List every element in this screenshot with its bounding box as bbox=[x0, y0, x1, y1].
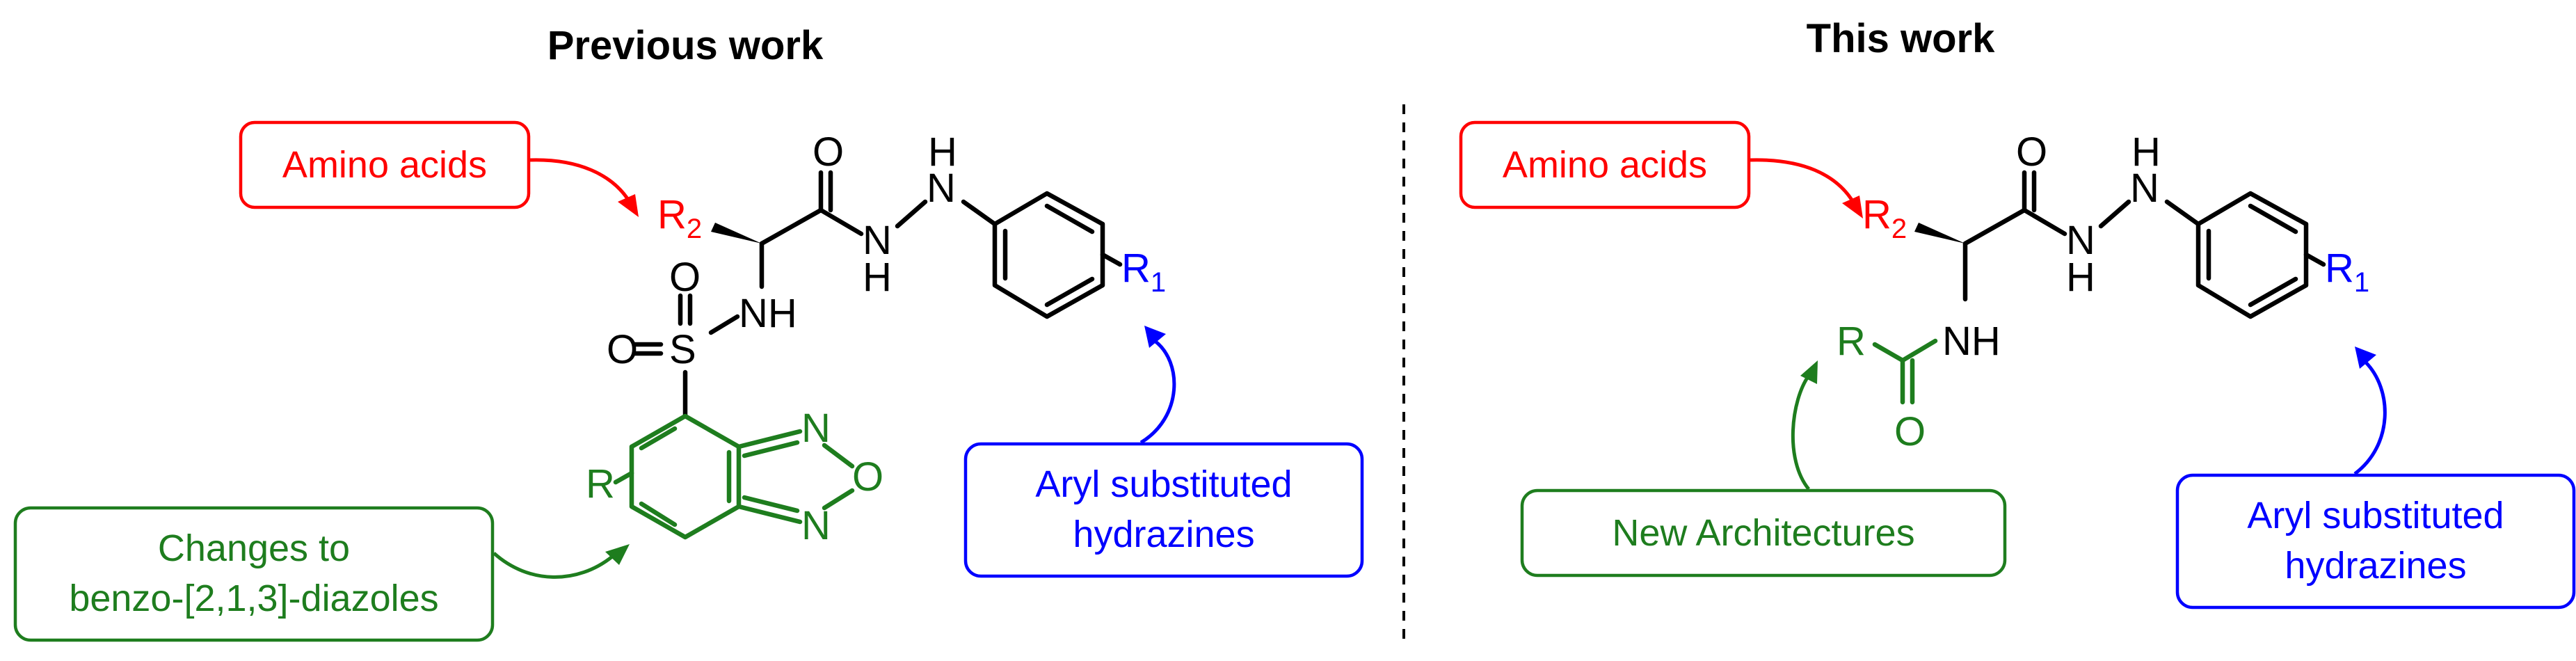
aryl-label-line1-current: Aryl substituted bbox=[2247, 495, 2504, 536]
aryl-hydrazines-box-previous: Aryl substituted hydrazines bbox=[963, 442, 1364, 578]
aryl-label-line1-previous: Aryl substituted bbox=[1035, 463, 1292, 505]
hydrazide-n1-h: H bbox=[863, 255, 892, 300]
amino-acids-arrowhead bbox=[618, 194, 639, 217]
amino-acids-arrow-current bbox=[1750, 158, 1856, 205]
new-architectures-arrow bbox=[1791, 374, 1811, 491]
amino-acids-label-current: Amino acids bbox=[1503, 144, 1707, 186]
sulfonamide-nh: NH bbox=[739, 291, 797, 336]
stereo-wedge-bond bbox=[711, 223, 762, 244]
amide-nh: NH bbox=[1942, 319, 2001, 364]
hydrazide-n1-h-current: H bbox=[2066, 255, 2095, 300]
stereo-wedge-bond-current bbox=[1914, 223, 1965, 244]
carbonyl-oxygen-current: O bbox=[2016, 129, 2047, 175]
acyl-group-bonds bbox=[1872, 338, 1938, 405]
sulfonyl-oxygen-left: O bbox=[607, 327, 638, 372]
aryl-label-line2-previous: hydrazines bbox=[1073, 513, 1254, 555]
aryl-arrowhead-current bbox=[2355, 347, 2376, 369]
amino-acids-box-previous: Amino acids bbox=[239, 120, 531, 209]
amino-acids-arrowhead-current bbox=[1842, 196, 1863, 218]
sulfonyl-oxygen-top: O bbox=[669, 255, 701, 300]
this-work-heading: This work bbox=[1807, 16, 1995, 61]
previous-backbone-bonds bbox=[632, 170, 998, 419]
benzoxadiazole-n-bottom: N bbox=[801, 503, 831, 548]
previous-work-panel: Previous work Amino acids bbox=[13, 23, 1364, 642]
new-architectures-label: New Architectures bbox=[1612, 512, 1914, 554]
this-work-panel: This work Amino acids bbox=[1459, 16, 2576, 610]
benzoxadiazole-oxygen: O bbox=[852, 454, 883, 500]
carbonyl-oxygen: O bbox=[813, 129, 844, 175]
new-architectures-arrowhead bbox=[1800, 360, 1818, 384]
r2-label-previous: R2 bbox=[657, 192, 702, 244]
hydrazide-n1-current: N bbox=[2066, 218, 2095, 263]
changes-label-line2: benzo-[2,1,3]-diazoles bbox=[69, 578, 438, 619]
new-architectures-box: New Architectures bbox=[1520, 488, 2007, 578]
benzoxadiazole-n-top: N bbox=[801, 406, 831, 451]
sulfur-atom: S bbox=[669, 327, 696, 372]
aryl-hydrazines-box-current: Aryl substituted hydrazines bbox=[2175, 473, 2576, 610]
current-phenyl-ring bbox=[2195, 191, 2326, 319]
r-ring-substituent: R bbox=[586, 461, 615, 507]
amino-acids-arrow bbox=[529, 158, 632, 203]
aryl-arrow-previous bbox=[1139, 340, 1176, 445]
hydrazide-n2: N bbox=[927, 166, 956, 211]
aryl-arrow-current bbox=[2353, 360, 2387, 476]
changes-label-line1: Changes to bbox=[158, 527, 350, 569]
hydrazide-n2-h-current: H bbox=[2131, 129, 2161, 175]
hydrazide-n2-h: H bbox=[928, 129, 957, 175]
previous-phenyl-ring bbox=[992, 191, 1123, 319]
aryl-label-line2-current: hydrazines bbox=[2285, 545, 2466, 587]
current-backbone-bonds bbox=[1962, 170, 2201, 302]
r1-label-previous: R1 bbox=[1121, 246, 1166, 298]
acyl-oxygen: O bbox=[1894, 409, 1926, 454]
hydrazide-n1: N bbox=[863, 218, 892, 263]
hydrazide-n2-current: N bbox=[2130, 166, 2159, 211]
r1-label-current: R1 bbox=[2325, 246, 2369, 298]
changes-arrowhead bbox=[605, 544, 630, 565]
amino-acids-box-current: Amino acids bbox=[1459, 120, 1751, 209]
amino-acids-label: Amino acids bbox=[282, 144, 487, 186]
changes-to-diazoles-box: Changes to benzo-[2,1,3]-diazoles bbox=[13, 506, 495, 642]
r-acyl-substituent: R bbox=[1837, 319, 1866, 364]
previous-work-heading: Previous work bbox=[547, 23, 824, 68]
aryl-arrowhead-previous bbox=[1144, 326, 1166, 348]
changes-arrow bbox=[493, 552, 614, 579]
benzoxadiazole-ring bbox=[613, 413, 855, 540]
r2-label-current: R2 bbox=[1862, 192, 1907, 244]
